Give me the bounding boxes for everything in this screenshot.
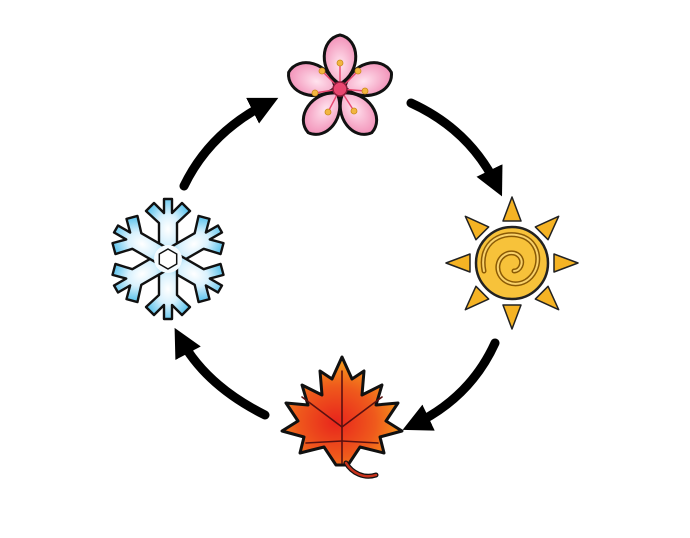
arrow-autumn-to-winter	[174, 327, 270, 420]
cherry-blossom-icon	[287, 33, 393, 136]
arrow-summer-to-autumn	[402, 338, 500, 431]
snowflake-icon	[111, 197, 225, 321]
cycle-arrows	[174, 97, 503, 431]
maple-leaf-icon	[280, 355, 404, 479]
arrow-spring-to-summer	[406, 98, 503, 197]
arrow-winter-to-spring	[179, 97, 279, 191]
sun-icon	[445, 196, 579, 330]
